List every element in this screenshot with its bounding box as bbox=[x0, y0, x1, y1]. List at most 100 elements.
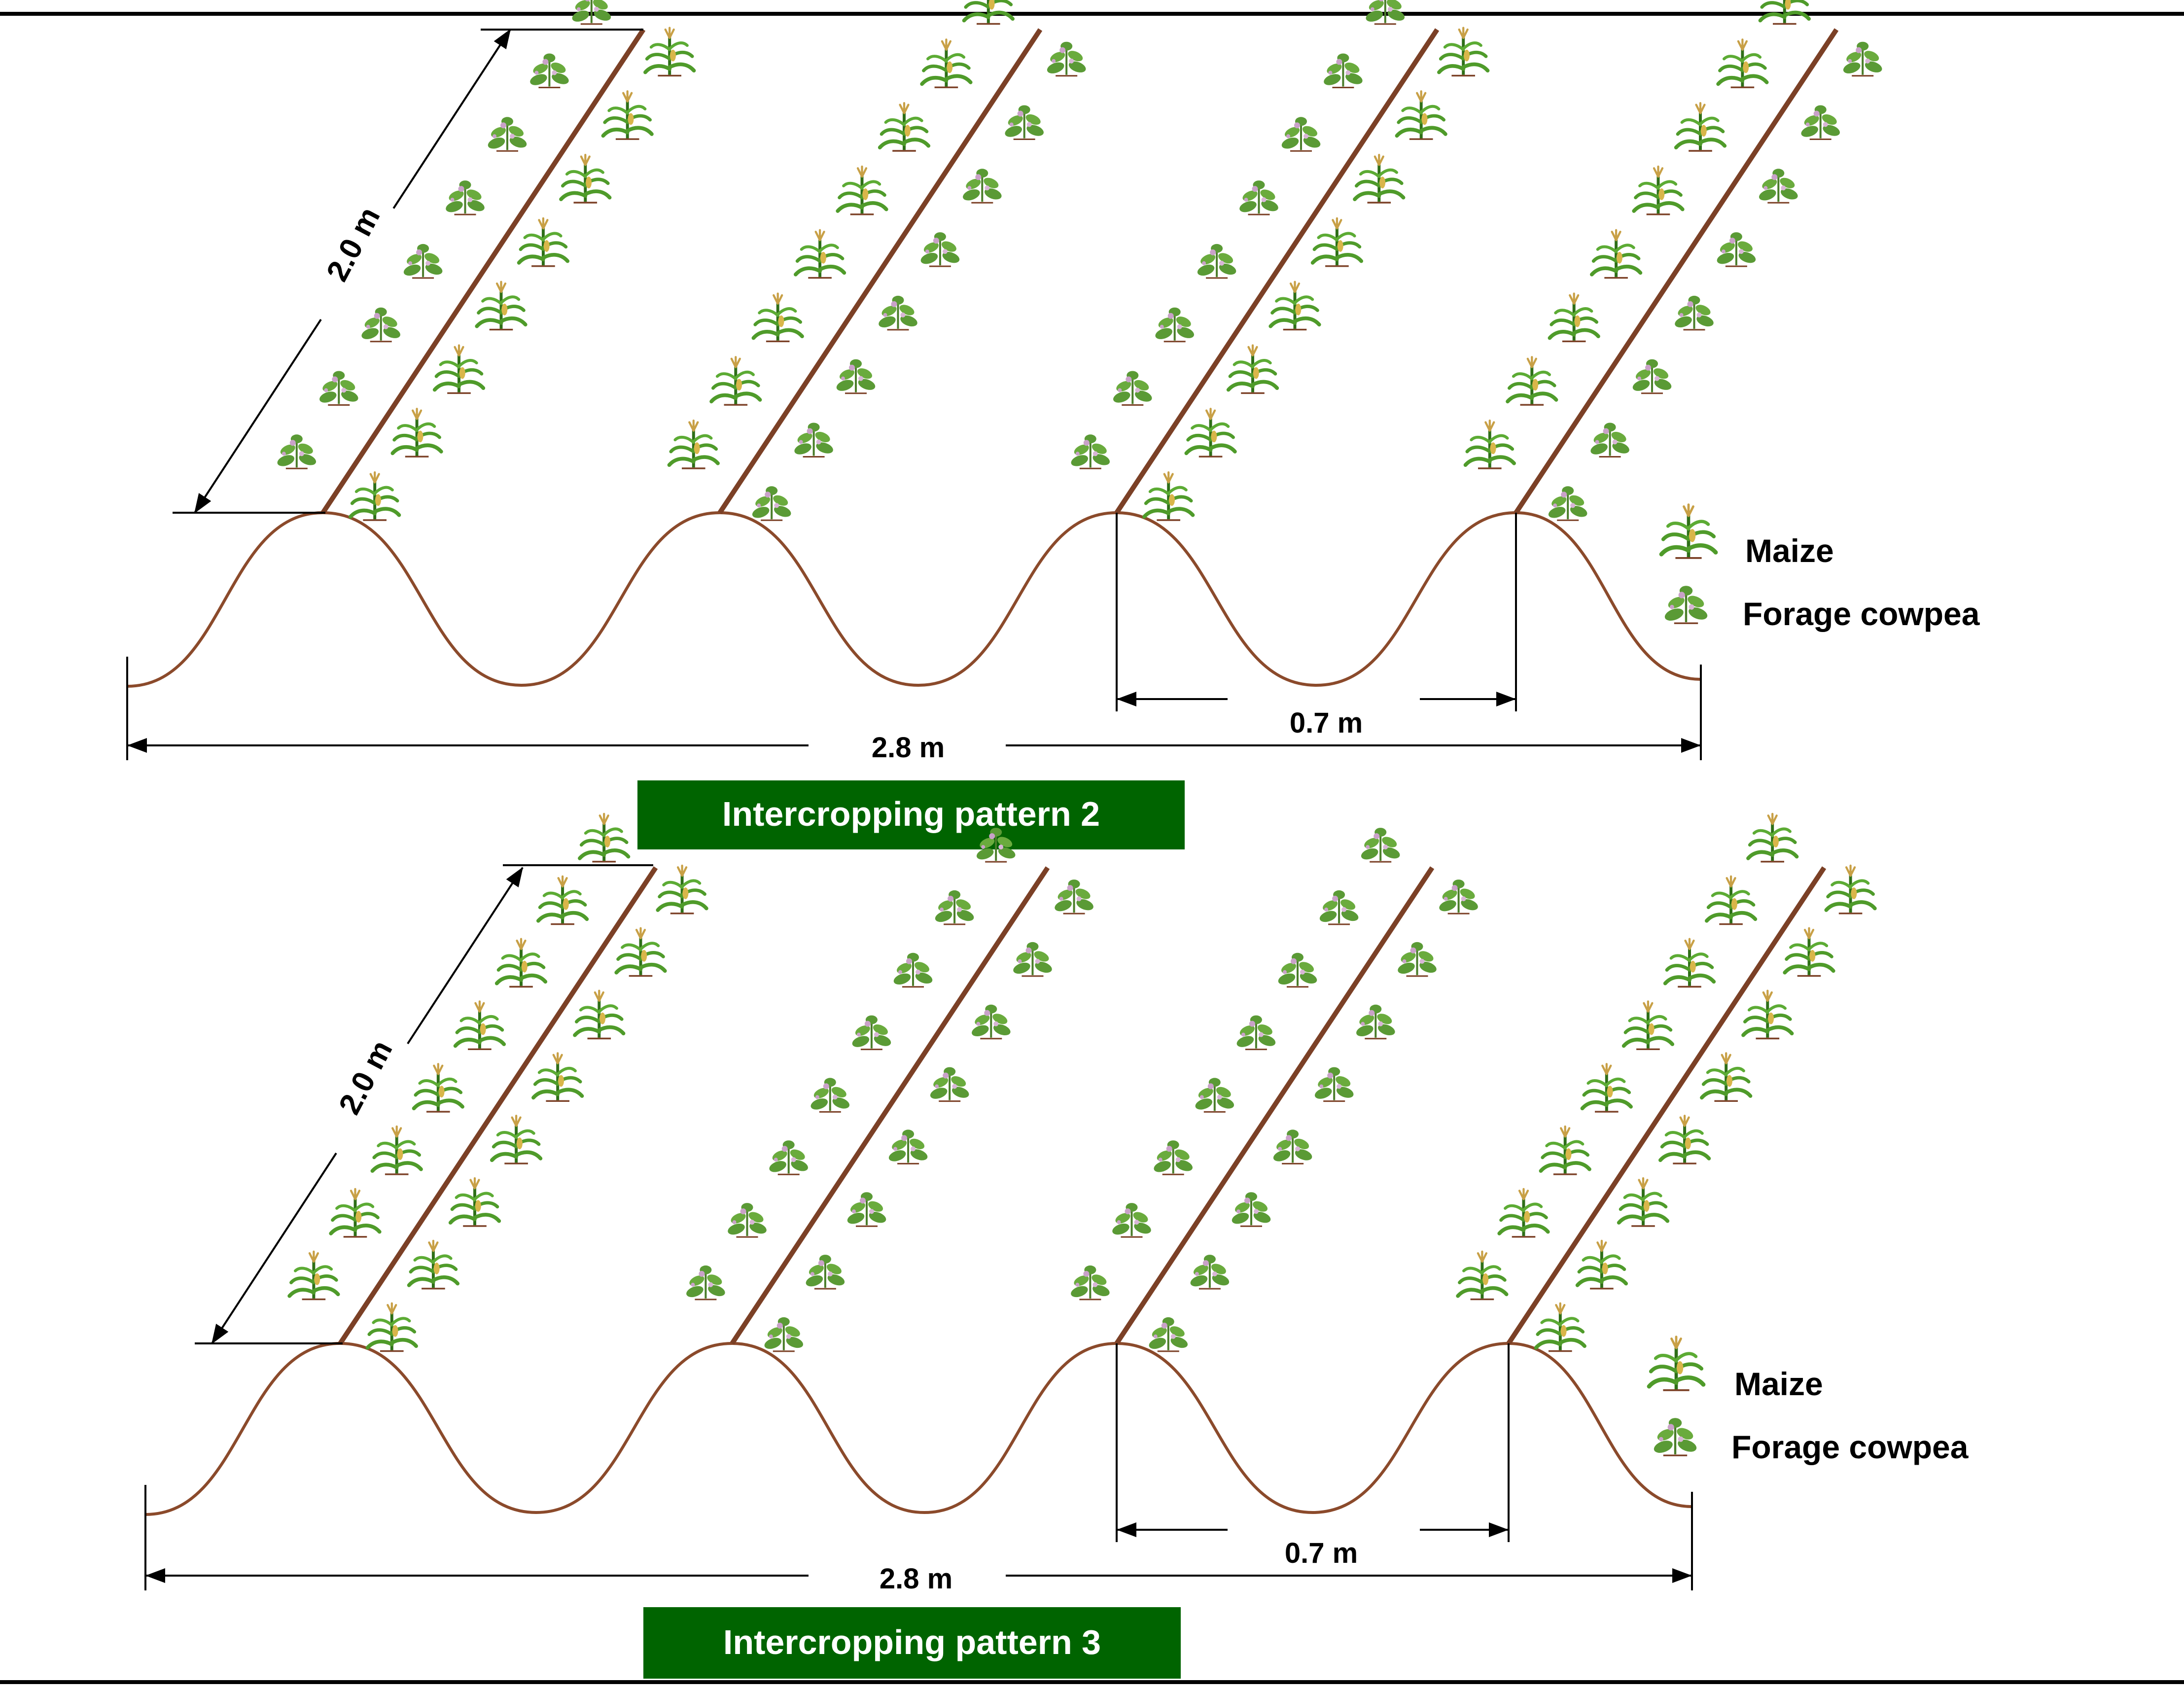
maize-plant-icon bbox=[538, 877, 587, 924]
cowpea-plant-icon bbox=[1068, 1264, 1112, 1301]
ridge-spacing-label: 0.7 m bbox=[1285, 1537, 1358, 1569]
row-length-arrow-up bbox=[407, 867, 524, 1045]
cowpea-plant-icon bbox=[1237, 179, 1281, 216]
cowpea-plant-icon bbox=[275, 433, 319, 470]
pattern-title: Intercropping pattern 3 bbox=[643, 1607, 1181, 1679]
maize-plant-icon bbox=[1748, 814, 1797, 862]
maize-plant-icon bbox=[1229, 346, 1277, 393]
dimension-lines bbox=[144, 864, 1693, 1590]
cowpea-plant-icon bbox=[762, 1316, 806, 1352]
cowpea-plant-icon bbox=[1011, 941, 1055, 977]
maize-plant-icon bbox=[1439, 28, 1488, 75]
panel-intercropping-pattern-3: 2.0 m 0.7 m 2.8 m Maize Forage cowpea In… bbox=[144, 814, 1969, 1679]
cowpea-plant-icon bbox=[1146, 1316, 1191, 1352]
panel-intercropping-pattern-2: 2.0 m 0.7 m 2.8 m Maize Forage cowpea In… bbox=[126, 0, 1980, 849]
cowpea-plant-icon bbox=[1068, 433, 1113, 470]
maize-plant-icon bbox=[1536, 1303, 1585, 1351]
cowpea-plant-icon bbox=[1153, 306, 1197, 343]
cowpea-plant-icon bbox=[876, 294, 920, 331]
row-length-label: 2.0 m bbox=[332, 1035, 399, 1120]
maize-plant-icon bbox=[1397, 91, 1445, 139]
cowpea-plant-icon bbox=[845, 1191, 889, 1228]
maize-plant-icon bbox=[1743, 991, 1792, 1039]
maize-plant-icon bbox=[533, 1053, 582, 1101]
maize-plant-icon bbox=[1707, 877, 1756, 924]
cowpea-plant-icon bbox=[1437, 879, 1480, 915]
maize-plant-icon bbox=[414, 1064, 463, 1112]
maize-plant-icon bbox=[1578, 1241, 1626, 1289]
maize-plant-icon bbox=[1785, 928, 1833, 976]
maize-plant-icon bbox=[1718, 39, 1767, 87]
maize-plant-icon bbox=[1541, 1126, 1589, 1174]
maize-plant-icon bbox=[1634, 167, 1683, 214]
maize-plant-icon bbox=[922, 39, 971, 87]
cowpea-plant-icon bbox=[317, 370, 361, 406]
maize-plant-icon bbox=[1313, 218, 1362, 266]
dimension-lines bbox=[126, 29, 1702, 760]
cowpea-plant-icon bbox=[1353, 1003, 1398, 1040]
cowpea-plant-icon bbox=[767, 1139, 811, 1176]
pattern-title-box bbox=[637, 780, 1185, 849]
cowpea-plant-icon bbox=[1630, 358, 1674, 394]
ridge-spacing-label: 0.7 m bbox=[1290, 707, 1363, 739]
maize-plant-icon bbox=[289, 1252, 338, 1300]
legend-label-maize: Maize bbox=[1745, 532, 1834, 569]
ridge-curve bbox=[145, 1341, 1692, 1516]
maize-plant-icon bbox=[1702, 1053, 1751, 1101]
maize-plant-icon bbox=[492, 1116, 541, 1163]
maize-plant-icon bbox=[1499, 1189, 1548, 1237]
row-length-arrow-up bbox=[392, 29, 511, 209]
cowpea-plant-icon bbox=[932, 889, 977, 925]
maize-plant-icon bbox=[372, 1126, 421, 1174]
maize-plant-icon bbox=[796, 230, 845, 278]
cowpea-plant-icon bbox=[1052, 879, 1096, 915]
crop-row-line bbox=[1114, 28, 1440, 514]
cowpea-plant-icon bbox=[1195, 243, 1239, 279]
crop-row-line bbox=[320, 28, 646, 514]
maize-plant-icon bbox=[456, 1001, 504, 1049]
cowpea-plant-icon bbox=[808, 1077, 852, 1113]
maize-plant-icon bbox=[1661, 505, 1716, 558]
legend-label-forage-cowpea: Forage cowpea bbox=[1743, 596, 1980, 632]
cowpea-plant-icon bbox=[960, 168, 1004, 204]
cowpea-plant-icon bbox=[1321, 52, 1365, 89]
maize-plant-icon bbox=[519, 218, 568, 266]
maize-plant-icon bbox=[1592, 230, 1641, 278]
maize-plant-icon bbox=[575, 991, 624, 1039]
row-length-arrow-down bbox=[211, 1152, 337, 1344]
cowpea-plant-icon bbox=[1151, 1139, 1196, 1176]
maize-plant-icon bbox=[477, 282, 526, 330]
cowpea-plant-icon bbox=[1234, 1014, 1278, 1051]
crop-row-line bbox=[338, 866, 658, 1345]
maize-plant-icon bbox=[1624, 1001, 1673, 1049]
row-length-label: 2.0 m bbox=[320, 202, 387, 286]
cowpea-plant-icon bbox=[1044, 40, 1089, 77]
maize-plant-icon bbox=[580, 814, 629, 862]
crop-row-line bbox=[1514, 28, 1839, 514]
maize-plant-icon bbox=[1550, 294, 1598, 342]
pattern-title: Intercropping pattern 2 bbox=[637, 780, 1185, 849]
cowpea-plant-icon bbox=[834, 358, 878, 394]
maize-plant-icon bbox=[603, 91, 652, 139]
maize-plant-icon bbox=[1355, 155, 1404, 203]
maize-plant-icon bbox=[331, 1189, 380, 1237]
total-width-label: 2.8 m bbox=[880, 1563, 952, 1595]
maize-plant-icon bbox=[880, 103, 929, 151]
cowpea-plant-icon bbox=[528, 52, 571, 89]
maize-plant-icon bbox=[711, 357, 760, 405]
cowpea-plant-icon bbox=[1546, 485, 1590, 522]
maize-plant-icon bbox=[645, 28, 694, 75]
cowpea-plant-icon bbox=[1193, 1077, 1237, 1113]
maize-plant-icon bbox=[451, 1178, 499, 1226]
pattern-title-text: Intercropping pattern 2 bbox=[722, 795, 1100, 833]
maize-plant-icon bbox=[838, 167, 886, 214]
cowpea-plant-icon bbox=[1110, 370, 1155, 406]
cowpea-plant-icon bbox=[1756, 168, 1800, 204]
maize-plant-icon bbox=[1270, 282, 1319, 330]
maize-plant-icon bbox=[1458, 1252, 1507, 1300]
maize-plant-icon bbox=[368, 1303, 417, 1351]
legend: Maize Forage cowpea bbox=[1649, 1337, 1969, 1465]
cowpea-plant-icon bbox=[886, 1128, 930, 1165]
ridge-profile bbox=[127, 511, 1701, 688]
